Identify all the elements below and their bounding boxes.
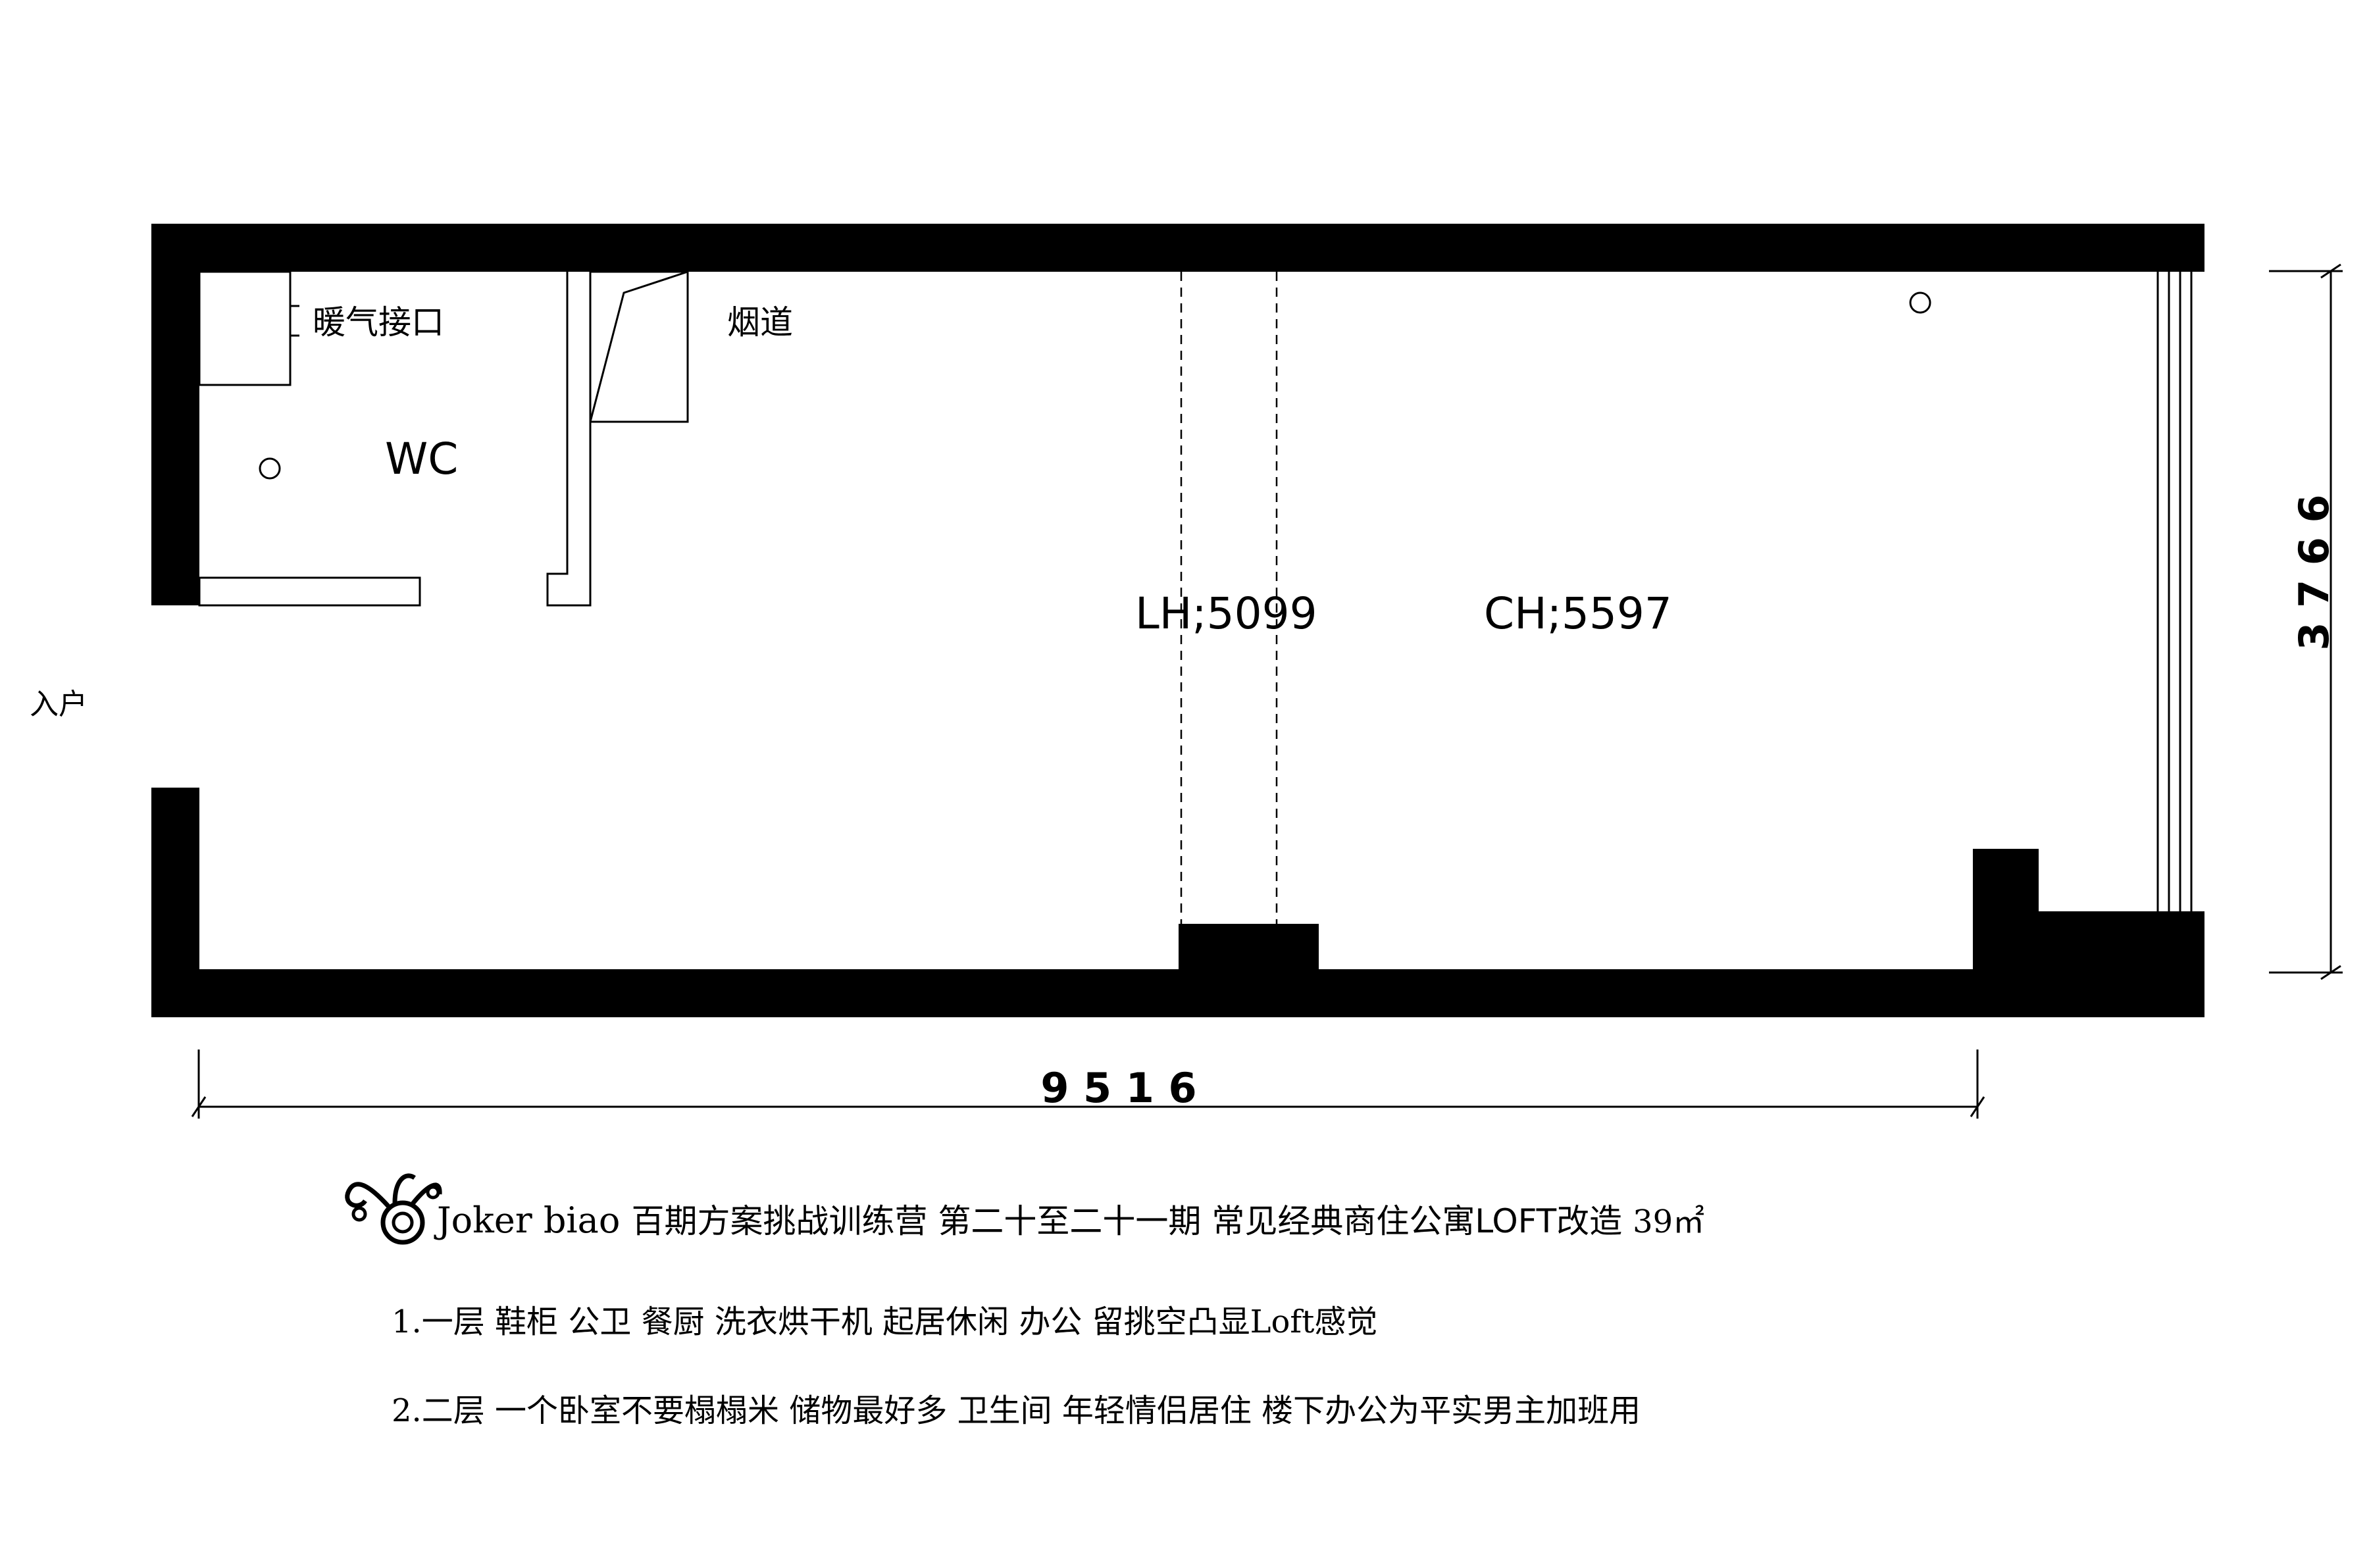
requirement-2: 2.二层 一个卧室不要榻榻米 储物最好多 卫生间 年轻情侣居住 楼下办公为平实男… — [392, 1392, 1641, 1429]
right-pier-tall — [1973, 849, 2039, 980]
left-wall-lower — [151, 788, 199, 1017]
top-wall — [151, 224, 2204, 272]
ch-height-label: CH;5597 — [1484, 588, 1672, 639]
drain-point-icon — [1909, 291, 1931, 314]
walls — [151, 224, 2204, 1017]
flue-shaft — [546, 270, 689, 607]
bottom-column-block — [1179, 924, 1319, 990]
flue-wall-outline — [546, 272, 592, 607]
flue-diagonal — [589, 270, 688, 422]
lh-height-label: LH;5099 — [1135, 588, 1317, 639]
dim-depth-tick-top — [2320, 263, 2341, 279]
jester-logo-icon — [345, 1173, 442, 1245]
dimension-width — [191, 1050, 1985, 1119]
flue-label: 烟道 — [727, 303, 793, 341]
bottom-wall — [151, 969, 2204, 1017]
requirement-1: 1.一层 鞋柜 公卫 餐厨 洗衣烘干机 起居休闲 办公 留挑空凸显Loft感觉 — [392, 1303, 1377, 1340]
entrance-label: 入户 — [30, 688, 88, 721]
left-wall-upper — [151, 224, 199, 605]
floor-drain-icon — [259, 457, 281, 480]
wc-partition-wall — [198, 576, 421, 607]
dim-depth-tick-bottom — [2320, 965, 2341, 980]
caption-brand: Joker biao — [434, 1200, 632, 1241]
dimension-width-label: 9 5 1 6 — [1040, 1064, 1196, 1112]
loft-edge-lines — [1180, 272, 1278, 924]
caption-title: Joker biao 百期方案挑战训练营 第二十至二十一期 常见经典商住公寓LO… — [434, 1200, 1704, 1241]
heating-port-label: 暖气接口 — [313, 303, 444, 341]
wc-area — [198, 270, 421, 607]
wc-label: WC — [385, 434, 458, 484]
caption-area: 39㎡ — [1633, 1203, 1704, 1240]
heating-cabinet — [198, 270, 292, 386]
right-pier-low — [2037, 911, 2204, 984]
dimension-depth — [2269, 263, 2343, 980]
dimension-depth-label: 3 7 6 6 — [2290, 494, 2338, 650]
dim-width-tick-right — [1970, 1096, 1985, 1117]
dim-width-tick-left — [191, 1096, 207, 1117]
caption-title-text: 百期方案挑战训练营 第二十至二十一期 常见经典商住公寓LOFT改造 — [632, 1202, 1633, 1240]
flue-box — [589, 270, 689, 423]
window — [2156, 272, 2193, 911]
